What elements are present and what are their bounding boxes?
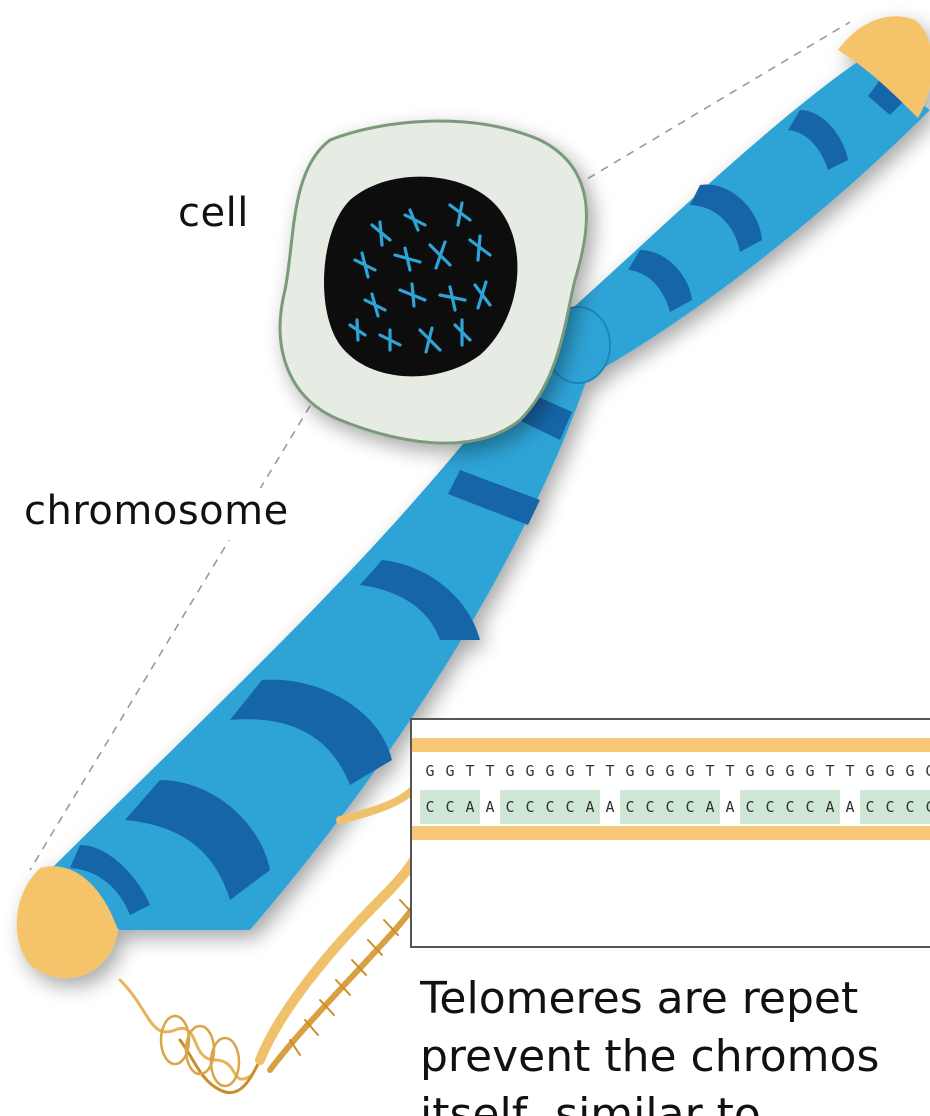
base-letter: C xyxy=(900,790,920,824)
base-letter: G xyxy=(860,754,880,788)
base-letter: A xyxy=(700,790,720,824)
base-letter: G xyxy=(420,754,440,788)
caption-line: Telomeres are repet xyxy=(420,970,930,1028)
base-letter: C xyxy=(440,790,460,824)
base-letter: C xyxy=(640,790,660,824)
base-letter: G xyxy=(640,754,660,788)
base-letter: A xyxy=(840,790,860,824)
base-letter: C xyxy=(680,790,700,824)
base-letter: T xyxy=(720,754,740,788)
base-letter: G xyxy=(540,754,560,788)
base-letter: T xyxy=(480,754,500,788)
base-letter: C xyxy=(560,790,580,824)
base-letter: G xyxy=(520,754,540,788)
base-letter: A xyxy=(480,790,500,824)
base-letter: C xyxy=(620,790,640,824)
base-letter: A xyxy=(720,790,740,824)
telomere-sequence-panel: GGTTGGGGTTGGGGTTGGGGTTGGGG CCAACCCCAACCC… xyxy=(410,718,930,948)
base-letter: C xyxy=(540,790,560,824)
base-letter: G xyxy=(740,754,760,788)
base-letter: T xyxy=(580,754,600,788)
base-letter: C xyxy=(780,790,800,824)
chromosome-label: chromosome xyxy=(24,488,295,540)
sequence-bottom-strand: CCAACCCCAACCCCAACCCCAACCCC xyxy=(420,790,930,824)
base-letter: G xyxy=(900,754,920,788)
caption-line: itself, similar to xyxy=(420,1086,930,1116)
sequence-top-strand: GGTTGGGGTTGGGGTTGGGGTTGGGG xyxy=(420,754,930,788)
base-letter: T xyxy=(840,754,860,788)
base-letter: C xyxy=(880,790,900,824)
caption-line: prevent the chromos xyxy=(420,1028,930,1086)
dna-backbone xyxy=(120,980,252,1079)
base-letter: T xyxy=(460,754,480,788)
cell xyxy=(280,121,586,443)
base-letter: G xyxy=(780,754,800,788)
base-letter: G xyxy=(680,754,700,788)
base-letter: G xyxy=(500,754,520,788)
base-letter: G xyxy=(920,754,930,788)
base-letter: G xyxy=(620,754,640,788)
base-letter: T xyxy=(820,754,840,788)
base-letter: C xyxy=(740,790,760,824)
base-letter: A xyxy=(460,790,480,824)
base-letter: C xyxy=(860,790,880,824)
cell-label: cell xyxy=(178,190,249,236)
base-letter: A xyxy=(600,790,620,824)
caption: Telomeres are repet prevent the chromos … xyxy=(420,970,930,1116)
base-letter: C xyxy=(660,790,680,824)
base-letter: C xyxy=(420,790,440,824)
base-letter: G xyxy=(660,754,680,788)
base-letter: G xyxy=(440,754,460,788)
nucleus xyxy=(324,177,517,377)
base-letter: T xyxy=(600,754,620,788)
base-letter: G xyxy=(880,754,900,788)
strand-backbone-top xyxy=(412,738,930,752)
strand-backbone-bottom xyxy=(412,826,930,840)
base-letter: G xyxy=(800,754,820,788)
base-letter: C xyxy=(500,790,520,824)
base-letter: G xyxy=(760,754,780,788)
base-letter: C xyxy=(520,790,540,824)
base-letter: A xyxy=(580,790,600,824)
base-letter: C xyxy=(760,790,780,824)
base-letter: C xyxy=(920,790,930,824)
base-letter: A xyxy=(820,790,840,824)
base-letter: C xyxy=(800,790,820,824)
base-letter: T xyxy=(700,754,720,788)
base-letter: G xyxy=(560,754,580,788)
